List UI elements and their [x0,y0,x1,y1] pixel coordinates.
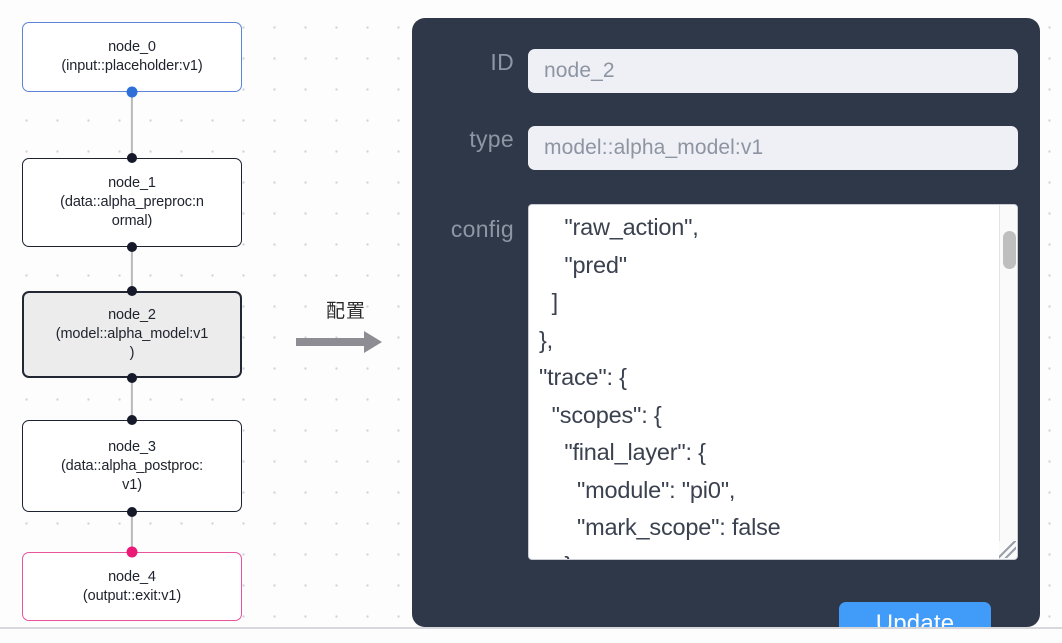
id-input[interactable] [528,49,1018,93]
graph-node-node_2[interactable]: node_2 (model::alpha_model:v1 ) [22,291,242,378]
node-port-in-node_4[interactable] [126,546,138,558]
node-properties-panel: ID type config "raw_action", "pred" ] },… [412,18,1040,627]
update-button[interactable]: Update [839,602,991,627]
node-port-out-node_2[interactable] [127,373,137,383]
edge-node1-node2 [130,247,134,291]
config-scrollbar-thumb[interactable] [1003,231,1016,269]
graph-node-node_3[interactable]: node_3 (data::alpha_postproc: v1) [22,420,242,512]
canvas-bottom-border [0,627,1062,629]
node-port-in-node_1[interactable] [127,153,137,163]
config-scrollbar[interactable] [999,205,1017,559]
type-input[interactable] [528,126,1018,170]
graph-node-label: node_0 (input::placeholder:v1) [61,39,203,74]
right-arrow-icon [296,328,396,354]
edge-node2-node3 [130,378,134,420]
annotation-configure: 配置 [296,300,396,354]
field-row-type: type [412,126,1040,170]
node-port-out-node_0[interactable] [126,86,138,98]
resize-grip-icon[interactable] [999,541,1016,558]
node-port-in-node_2[interactable] [127,286,137,296]
graph-node-node_0[interactable]: node_0 (input::placeholder:v1) [22,22,242,92]
type-field-label: type [469,126,514,152]
field-row-config: config "raw_action", "pred" ] }, "trace"… [412,204,1040,560]
field-row-id: ID [412,49,1040,93]
graph-node-node_1[interactable]: node_1 (data::alpha_preproc:n ormal) [22,158,242,247]
node-port-out-node_1[interactable] [127,242,137,252]
edge-node3-node4 [130,512,134,552]
graph-node-label: node_1 (data::alpha_preproc:n ormal) [60,175,204,229]
graph-node-label: node_3 (data::alpha_postproc: v1) [60,438,204,493]
config-textarea-wrapper[interactable]: "raw_action", "pred" ] }, "trace": { "sc… [528,204,1018,560]
graph-node-label: node_2 (model::alpha_model:v1 ) [55,307,209,361]
config-textarea[interactable]: "raw_action", "pred" ] }, "trace": { "sc… [539,214,781,559]
node-port-out-node_3[interactable] [127,507,137,517]
annotation-label: 配置 [325,300,366,322]
graph-node-node_4[interactable]: node_4 (output::exit:v1) [22,552,242,621]
node-port-in-node_3[interactable] [127,415,137,425]
graph-node-label: node_4 (output::exit:v1) [82,568,182,604]
edge-node0-node1 [130,92,134,158]
id-field-label: ID [490,49,514,75]
config-field-label: config [450,216,514,242]
